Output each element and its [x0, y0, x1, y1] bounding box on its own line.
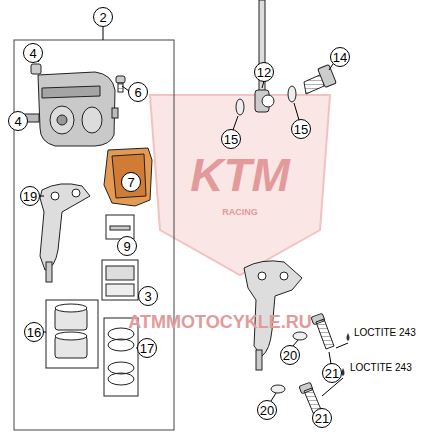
callout-number: 20	[283, 349, 297, 362]
watermark-url: ATMMOTOCYKLE.RU	[128, 313, 311, 331]
watermark-shield	[150, 95, 330, 275]
callout-number: 12	[257, 66, 271, 79]
callout-circle	[222, 130, 241, 149]
glue-drop	[347, 333, 350, 341]
callout-circle	[21, 187, 40, 206]
washer	[271, 332, 307, 393]
guide-pin	[106, 215, 134, 239]
leader-line	[262, 81, 264, 88]
watermark-text: RACING	[222, 208, 258, 217]
callout-circle	[122, 173, 141, 192]
banjo-bolt	[304, 64, 336, 94]
leader-line	[294, 103, 299, 120]
caliper-carrier	[40, 184, 90, 282]
dust-cap	[31, 64, 41, 74]
callout-number: 2	[99, 11, 106, 24]
callout-number: 4	[29, 47, 36, 60]
leader-line	[329, 352, 331, 364]
callout-number: 4	[14, 115, 21, 128]
callout-number: 21	[325, 367, 339, 380]
brake-line	[255, 0, 274, 112]
bleeder-screw	[116, 76, 125, 92]
washer	[236, 86, 296, 115]
threadlock-note: LOCTITE 243	[350, 363, 412, 373]
callout-circle	[24, 44, 43, 63]
leader-line	[233, 116, 238, 130]
callout-number: 9	[123, 240, 130, 253]
callout-circle	[94, 8, 113, 27]
brake-caliper	[25, 72, 118, 146]
threadlock-note: LOCTITE 243	[354, 328, 416, 338]
callout-number: 6	[134, 86, 141, 99]
leader-line	[336, 343, 348, 348]
callout-number: 20	[260, 404, 274, 417]
callout-number: 21	[315, 412, 329, 425]
leader-line	[271, 393, 276, 401]
callout-number: 16	[27, 326, 41, 339]
glue-drop	[342, 368, 345, 376]
callout-circle	[331, 48, 350, 67]
callout-circle	[25, 323, 44, 342]
callout-number: 7	[127, 176, 134, 189]
callout-circle	[255, 63, 274, 82]
callout-number: 3	[144, 290, 151, 303]
callout-number: 17	[140, 342, 154, 355]
callout-circle	[139, 287, 158, 306]
callout-circle	[138, 339, 157, 358]
leader-line	[103, 27, 104, 40]
callout-number: 14	[333, 51, 347, 64]
leader-line	[293, 340, 298, 346]
callout-number: 15	[294, 123, 308, 136]
callout-circle	[129, 83, 148, 102]
callout-circle	[281, 346, 300, 365]
decal-sheet	[102, 260, 138, 300]
callout-circle	[323, 364, 342, 383]
callout-circle	[9, 112, 28, 131]
callout-circle	[258, 401, 277, 420]
leader-line	[329, 64, 333, 70]
piston-set	[46, 300, 98, 368]
brake-pad	[104, 148, 152, 206]
leader-line	[122, 86, 129, 91]
callout-circle	[292, 120, 311, 139]
callout-circle	[313, 409, 332, 428]
group-panel	[14, 40, 174, 430]
callout-number: 19	[23, 190, 37, 203]
callout-circle	[118, 237, 137, 256]
watermark-logo: KTM	[190, 152, 290, 198]
callout-number: 15	[224, 133, 238, 146]
